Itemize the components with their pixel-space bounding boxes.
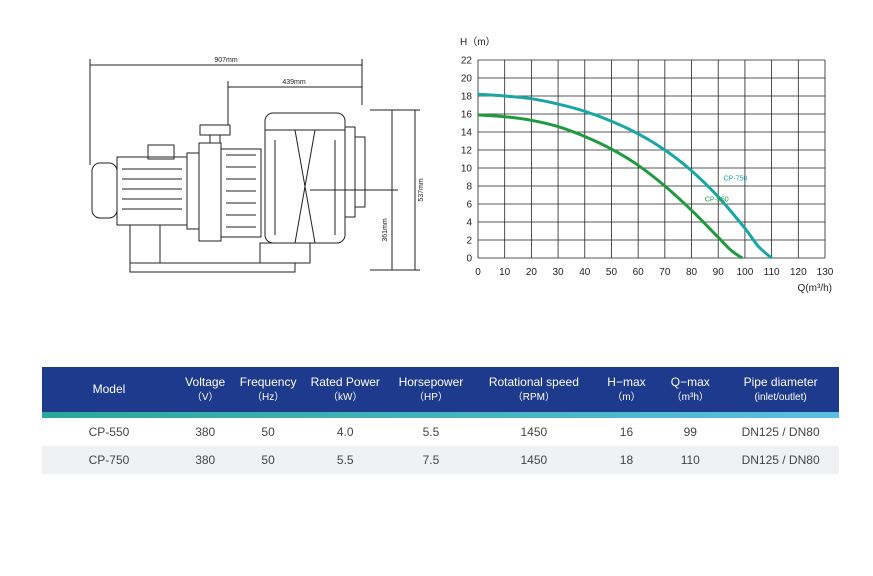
table-cell: CP-550 (88, 425, 130, 439)
table-cell: 5.5 (301, 446, 389, 474)
table-cell: 5.5 (422, 425, 440, 439)
table-cell: 1450 (520, 425, 548, 439)
y-axis-title: H（m） (460, 36, 496, 48)
pump-drawing: 907mm 439mm 537mm 361mm (89, 57, 425, 273)
y-tick-label: 4 (466, 218, 472, 229)
x-tick-label: 70 (659, 267, 671, 278)
table-cell: DN125 / DN80 (722, 446, 839, 474)
y-tick-label: 18 (461, 92, 473, 103)
column-header: Rotational speed （RPM） (473, 367, 595, 412)
y-tick-label: 22 (461, 56, 473, 67)
column-header-label: Q−max (670, 374, 710, 389)
column-header-label: Frequency (239, 374, 297, 389)
y-tick-label: 6 (466, 200, 472, 211)
x-tick-label: 120 (790, 267, 807, 278)
dim-total-length: 907mm (214, 57, 238, 64)
table-cell: 380 (175, 446, 235, 474)
dim-axis-height: 361mm (382, 218, 389, 242)
y-tick-label: 12 (461, 146, 473, 157)
x-tick-label: 10 (499, 267, 511, 278)
x-tick-label: 20 (526, 267, 538, 278)
y-tick-label: 16 (461, 110, 473, 121)
table-cell: 99 (683, 425, 697, 439)
column-header: Horsepower （HP） (388, 367, 474, 412)
x-tick-label: 30 (553, 267, 565, 278)
column-header: Q−max （m³h） (658, 367, 723, 412)
dim-partial-length: 439mm (282, 79, 306, 86)
table-cell: 50 (261, 425, 275, 439)
x-tick-label: 80 (686, 267, 698, 278)
table-cell: 16 (619, 425, 634, 439)
x-tick-label: 40 (579, 267, 591, 278)
x-tick-label: 50 (606, 267, 618, 278)
table-cell: 1450 (473, 446, 595, 474)
x-tick-label: 60 (633, 267, 645, 278)
x-tick-label: 0 (475, 267, 481, 278)
column-header-label: H−max (607, 374, 646, 389)
x-tick-label: 100 (737, 267, 754, 278)
column-header-unit: （m³h） (671, 391, 709, 403)
x-axis-title: Q(m³/h) (798, 283, 832, 294)
column-header: Model (42, 367, 176, 412)
column-header: Pipe diameter (inlet/outlet) (722, 367, 839, 412)
y-tick-label: 0 (466, 254, 472, 265)
column-header-label: Pipe diameter (743, 374, 818, 389)
column-header-unit: （HP） (413, 391, 448, 403)
column-header-label: Horsepower (398, 374, 464, 389)
column-header: Rated Power （kW） (301, 367, 389, 412)
x-tick-label: 90 (713, 267, 725, 278)
x-tick-label: 130 (817, 267, 834, 278)
column-header-unit: （kW） (328, 391, 363, 403)
table-cell: 50 (234, 446, 302, 474)
series-line-cp-550 (477, 113, 744, 260)
y-tick-label: 8 (466, 182, 472, 193)
column-header-unit: （Hz） (251, 391, 285, 403)
column-header-label: Model (92, 382, 126, 396)
column-header: H−max （m） (594, 367, 659, 412)
dim-total-height: 537mm (418, 178, 425, 202)
y-tick-label: 10 (461, 164, 473, 175)
table-cell: 110 (658, 446, 723, 474)
column-header-label: Rotational speed (488, 374, 579, 389)
column-header-unit: （V） (191, 391, 219, 403)
table-cell: CP-750 (42, 446, 176, 474)
table-cell: 380 (195, 425, 216, 439)
spec-table: Model Voltage （V） Frequency （Hz） Rated Power （… (42, 367, 839, 474)
series-label-cp-750: CP-750 (724, 176, 748, 183)
column-header-unit: （m） (612, 391, 641, 403)
series-label-cp-550: CP-550 (705, 196, 729, 203)
header-accent-stripe (42, 412, 839, 418)
table-cell: 7.5 (388, 446, 474, 474)
table-cell: 18 (594, 446, 659, 474)
table-row: CP-550 380 50 4.0 5.5 1450 16 99 DN125 / DN80 (42, 418, 839, 446)
x-tick-label: 110 (764, 267, 780, 278)
table-header-row: Model Voltage （V） Frequency （Hz） Rated Power （… (42, 367, 839, 412)
table-cell: DN125 / DN80 (741, 425, 820, 439)
column-header: Voltage （V） (175, 367, 235, 412)
column-header-label: Rated Power (310, 374, 380, 389)
column-header-label: Voltage (185, 374, 226, 389)
column-header-unit: (inlet/outlet) (754, 391, 807, 403)
y-tick-label: 20 (461, 74, 473, 85)
column-header-unit: （RPM） (512, 391, 555, 403)
table-cell: 4.0 (336, 425, 354, 439)
series-line-cp-750 (477, 92, 773, 260)
column-header: Frequency （Hz） (234, 367, 302, 412)
y-tick-label: 2 (466, 236, 472, 247)
y-tick-label: 14 (461, 128, 473, 139)
